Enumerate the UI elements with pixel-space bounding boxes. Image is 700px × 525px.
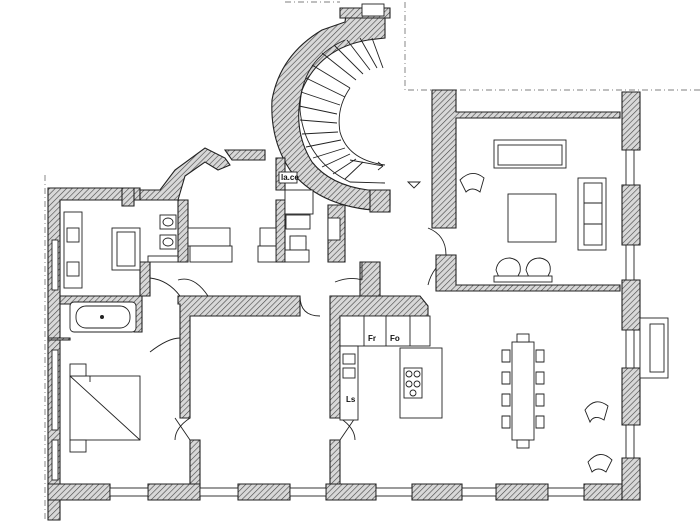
kitchen: Fr Fo Ls bbox=[339, 315, 443, 421]
spiral-staircase bbox=[271, 3, 391, 211]
laundry-label: la.ce bbox=[281, 173, 299, 182]
walls bbox=[47, 89, 641, 521]
wc-left bbox=[147, 214, 233, 263]
coffee-table bbox=[507, 193, 557, 243]
oven-label: Fo bbox=[390, 334, 400, 343]
dining-table bbox=[511, 341, 535, 441]
living-room bbox=[459, 139, 607, 283]
windows bbox=[51, 149, 669, 497]
bedroom bbox=[69, 337, 181, 453]
dishwasher-label: Ls bbox=[346, 395, 356, 404]
stair-landing bbox=[361, 3, 385, 17]
dining-area bbox=[501, 333, 613, 473]
stair-treads bbox=[298, 37, 384, 180]
fridge-label: Fr bbox=[368, 334, 376, 343]
bathroom bbox=[63, 211, 181, 333]
kitchen-counter bbox=[339, 345, 359, 421]
door-swings bbox=[174, 181, 447, 441]
property-lines bbox=[44, 1, 700, 520]
wc-right bbox=[257, 189, 363, 283]
vanity bbox=[63, 211, 83, 289]
armchair bbox=[459, 173, 485, 193]
